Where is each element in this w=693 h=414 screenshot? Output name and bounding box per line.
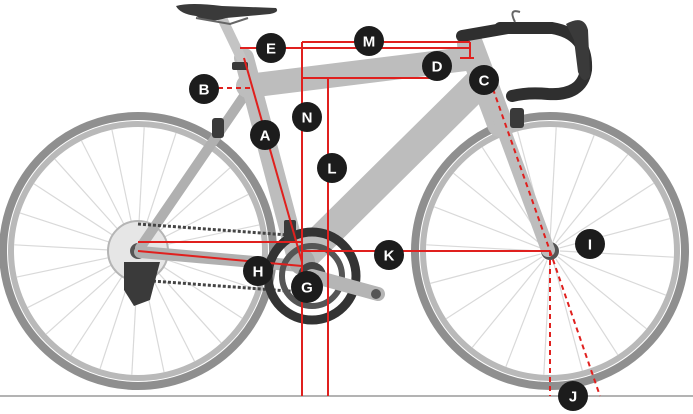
line-c <box>486 71 551 252</box>
badge-m: M <box>354 26 384 56</box>
badge-e: E <box>256 33 286 63</box>
badge-j: J <box>558 381 588 411</box>
label-c: C <box>479 73 490 90</box>
label-g: G <box>301 280 313 297</box>
rear-derailleur <box>124 262 160 306</box>
label-k: K <box>384 248 395 265</box>
front-spoke <box>543 260 551 375</box>
badge-k: K <box>374 240 404 270</box>
front-spoke <box>471 258 545 348</box>
front-spoke <box>557 256 647 330</box>
front-spoke <box>430 253 541 284</box>
bike-frame <box>134 13 555 275</box>
label-b: B <box>199 82 210 99</box>
front-spoke <box>559 250 674 258</box>
badge-h: H <box>243 256 273 286</box>
brake-cable <box>511 10 521 23</box>
measurement-lines <box>137 41 601 397</box>
chainring-inner <box>279 243 345 309</box>
seat-stay <box>135 75 260 253</box>
badge-l: L <box>317 153 347 183</box>
front-spoke <box>426 244 541 252</box>
front-derailleur <box>284 220 296 242</box>
label-h: H <box>253 264 264 281</box>
front-spoke <box>555 258 619 356</box>
front-spoke <box>549 127 557 242</box>
front-spoke <box>552 134 595 242</box>
badge-d: D <box>422 51 452 81</box>
line-j-right <box>549 250 601 397</box>
label-e: E <box>266 41 276 58</box>
line-h <box>137 250 303 267</box>
pedal-mount <box>371 289 381 299</box>
label-d: D <box>432 59 443 76</box>
saddle <box>176 4 278 21</box>
down-tube <box>287 67 495 273</box>
front-spoke <box>557 182 655 246</box>
saddle-rails <box>195 17 249 26</box>
badge-n: N <box>292 102 322 132</box>
label-n: N <box>302 110 313 127</box>
badge-g: G <box>291 271 323 303</box>
front-spokes <box>426 127 674 375</box>
badge-i: I <box>575 229 605 259</box>
seat-post <box>217 13 249 69</box>
fork <box>490 105 555 257</box>
label-j: J <box>569 389 577 406</box>
front-brake <box>510 108 524 128</box>
front-spoke <box>559 253 667 296</box>
crank-arm <box>305 269 385 301</box>
label-a: A <box>260 128 271 145</box>
front-spoke <box>552 260 583 371</box>
label-l: L <box>327 161 336 178</box>
seat-clamp <box>232 62 248 70</box>
badge-c: C <box>469 65 499 95</box>
rear-brake <box>212 118 224 138</box>
badge-b: B <box>189 74 219 104</box>
label-m: M <box>363 34 376 51</box>
front-spoke <box>453 172 543 246</box>
rear-rim <box>8 121 268 381</box>
badge-a: A <box>250 120 280 150</box>
label-i: I <box>588 237 592 254</box>
front-spoke <box>555 154 629 244</box>
brake-lever <box>566 20 590 81</box>
drivetrain <box>124 220 385 325</box>
front-spoke <box>445 256 543 320</box>
front-spoke <box>433 206 541 249</box>
line-a <box>243 57 303 263</box>
front-spoke <box>505 260 548 368</box>
